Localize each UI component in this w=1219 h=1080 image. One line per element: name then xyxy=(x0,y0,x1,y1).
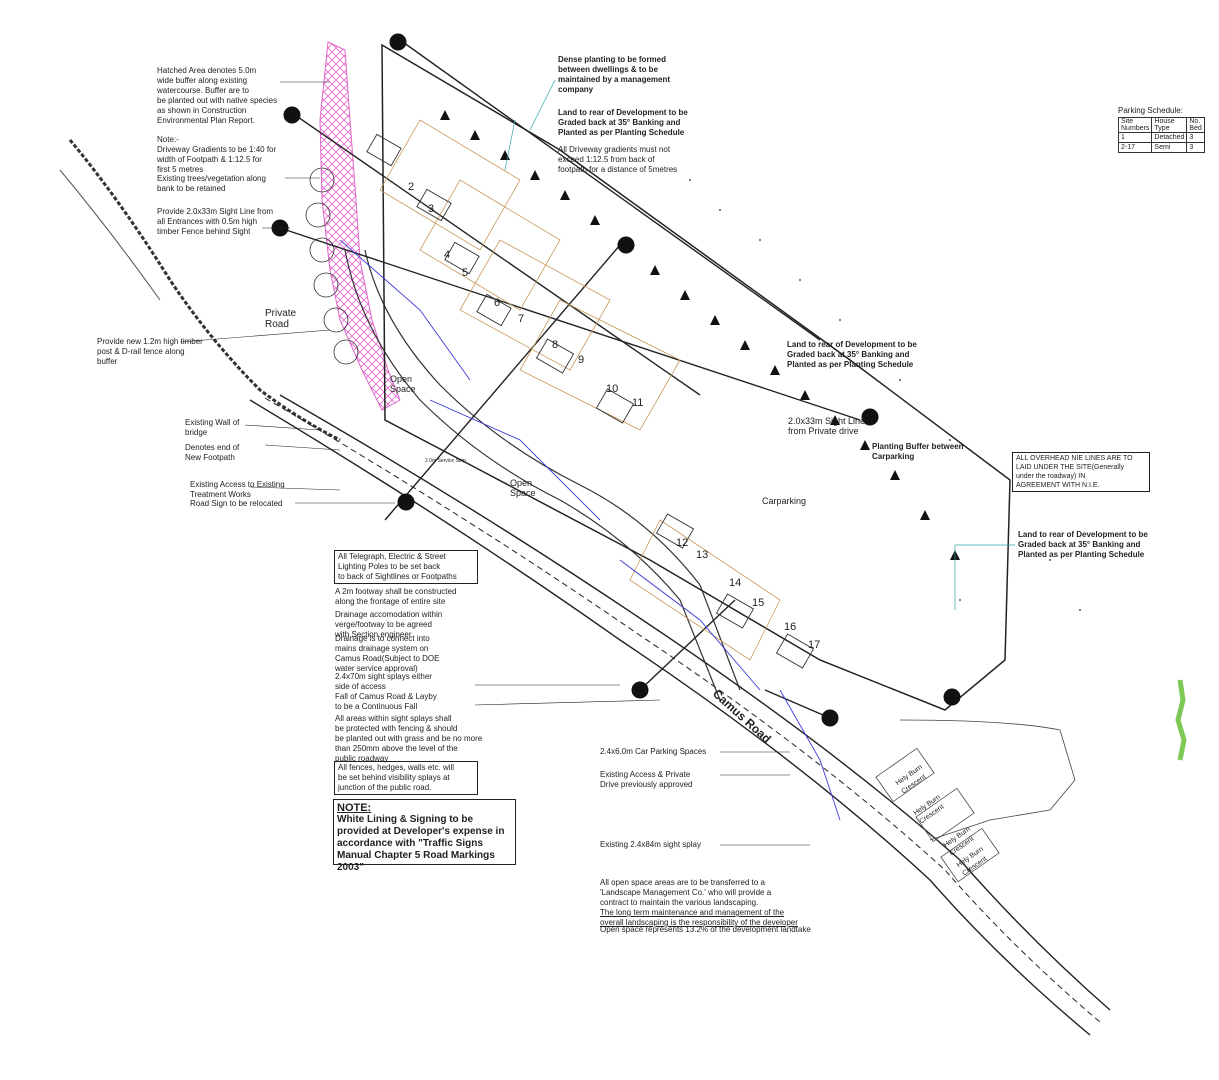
leader-lines xyxy=(179,81,810,846)
hatched-buffer xyxy=(319,41,401,411)
house-number: 7 xyxy=(518,313,525,325)
hely-burn-houses xyxy=(875,719,1076,883)
section-markers xyxy=(271,33,961,727)
note-private-drive: Existing Access & Private Drive previous… xyxy=(600,770,693,789)
note-sight-splay-84: Existing 2.4x84m sight splay xyxy=(600,840,701,849)
table-cell: 1 xyxy=(1117,132,1153,143)
label-service-strip: 2.0m Service Strip xyxy=(425,458,466,464)
note-land-rear-2: Land to rear of Development to be Graded… xyxy=(787,340,917,369)
table-row: 1 Detached 3 xyxy=(1117,132,1205,143)
site-boundary xyxy=(381,43,1011,711)
note-footpath-end: Denotes end of New Footpath xyxy=(185,443,240,462)
note-open-space-2: The long term maintenance and management… xyxy=(600,908,798,927)
house-number: 12 xyxy=(676,537,689,549)
note-dense-planting: Dense planting to be formed between dwel… xyxy=(558,55,671,94)
note-box-heading: NOTE: xyxy=(337,802,372,814)
table-cell: 3 xyxy=(1186,132,1205,143)
note-sight-splays: 2.4x70m sight splays either side of acce… xyxy=(335,672,432,691)
label-open-space-a: Open Space xyxy=(390,374,416,394)
label-open-space-b: Open Space xyxy=(510,478,536,498)
house-number: 16 xyxy=(784,621,797,633)
table-row: 2-17 Semi 3 xyxy=(1117,142,1205,153)
note-box-body: White Lining & Signing to be provided at… xyxy=(337,814,505,873)
parking-schedule-table: Site Numbers House Type No. Bed 1 Detach… xyxy=(1117,117,1205,153)
garden-plots xyxy=(379,119,781,661)
note-sight-line-private: 2.0x33m Sight Line from Private drive xyxy=(788,416,866,436)
header-cell: Site Numbers xyxy=(1117,117,1153,133)
note-road-sign: Road Sign to be relocated xyxy=(190,499,283,508)
note-areas-within: All areas within sight splays shall be p… xyxy=(335,714,483,763)
note-car-parking: 2.4x6.0m Car Parking Spaces xyxy=(600,747,707,756)
note-planting-buffer: Planting Buffer between Carparking xyxy=(872,442,964,461)
house-number: 15 xyxy=(752,597,765,609)
parking-schedule-title: Parking Schedule: xyxy=(1118,106,1183,115)
note-drainage-accom: Drainage accomodation within verge/footw… xyxy=(335,610,443,639)
house-number: 11 xyxy=(632,397,644,409)
note-footway: A 2m footway shall be constructed along … xyxy=(335,587,457,606)
house-number: 10 xyxy=(606,383,619,395)
note-timber-fence: Provide new 1.2m high timber post & D-ra… xyxy=(97,337,203,366)
camus-road xyxy=(249,394,1111,1036)
note-open-space-3: Open space represents 13.2% of the devel… xyxy=(600,925,811,934)
table-cell: 2-17 xyxy=(1117,142,1153,153)
green-tree-line xyxy=(1175,679,1187,761)
table-cell: 3 xyxy=(1186,142,1205,153)
house-footprints xyxy=(366,133,815,669)
note-overhead-lines: ALL OVERHEAD NIE LINES ARE TO LAID UNDER… xyxy=(1012,452,1150,492)
note-drainage-connect: Drainage is to connect into mains draina… xyxy=(335,634,440,673)
label-carparking: Carparking xyxy=(762,496,807,506)
existing-trees xyxy=(305,167,359,365)
note-driveway-gradients: All Driveway gradients must not exceed 1… xyxy=(558,145,678,174)
house-number: 6 xyxy=(494,297,501,309)
note-fall-camus: Fall of Camus Road & Layby to be a Conti… xyxy=(335,692,437,711)
sight-lines xyxy=(339,239,841,821)
header-cell: House Type xyxy=(1151,117,1188,133)
level-points xyxy=(689,179,1081,611)
label-private-road: Private Road xyxy=(265,308,297,330)
house-number: 3 xyxy=(428,203,435,215)
note-sight-line: Provide 2.0x33m Sight Line from all Entr… xyxy=(157,207,274,236)
table-cell: Semi xyxy=(1151,142,1188,153)
house-number: 4 xyxy=(444,249,451,261)
note-driveway: Note:- Driveway Gradients to be 1:40 for… xyxy=(157,135,277,174)
note-land-rear-1: Land to rear of Development to be Graded… xyxy=(558,108,688,137)
note-hatched-area: Hatched Area denotes 5.0m wide buffer al… xyxy=(157,66,278,125)
note-fences-hedges: All fences, hedges, walls etc. will be s… xyxy=(334,761,478,795)
note-box: NOTE: White Lining & Signing to be provi… xyxy=(333,799,516,873)
table-header-row: Site Numbers House Type No. Bed xyxy=(1117,117,1205,133)
house-number: 13 xyxy=(696,549,709,561)
house-number: 14 xyxy=(729,577,742,589)
note-existing-trees: Existing trees/vegetation along bank to … xyxy=(157,174,266,193)
house-number: 8 xyxy=(552,339,559,351)
house-number: 5 xyxy=(462,267,469,279)
header-cell: No. Bed xyxy=(1186,117,1205,133)
house-number: 9 xyxy=(578,354,585,366)
note-open-space-1: All open space areas are to be transferr… xyxy=(600,878,772,907)
house-number: 17 xyxy=(808,639,821,651)
note-treatment-works: Existing Access to Existing Treatment Wo… xyxy=(190,480,285,499)
river-edge xyxy=(68,139,341,442)
note-poles: All Telegraph, Electric & Street Lightin… xyxy=(334,550,478,584)
house-number: 2 xyxy=(408,181,415,193)
table-cell: Detached xyxy=(1151,132,1188,143)
note-wall-of-bridge: Existing Wall of bridge xyxy=(185,418,240,437)
note-land-rear-3: Land to rear of Development to be Graded… xyxy=(1018,530,1148,559)
